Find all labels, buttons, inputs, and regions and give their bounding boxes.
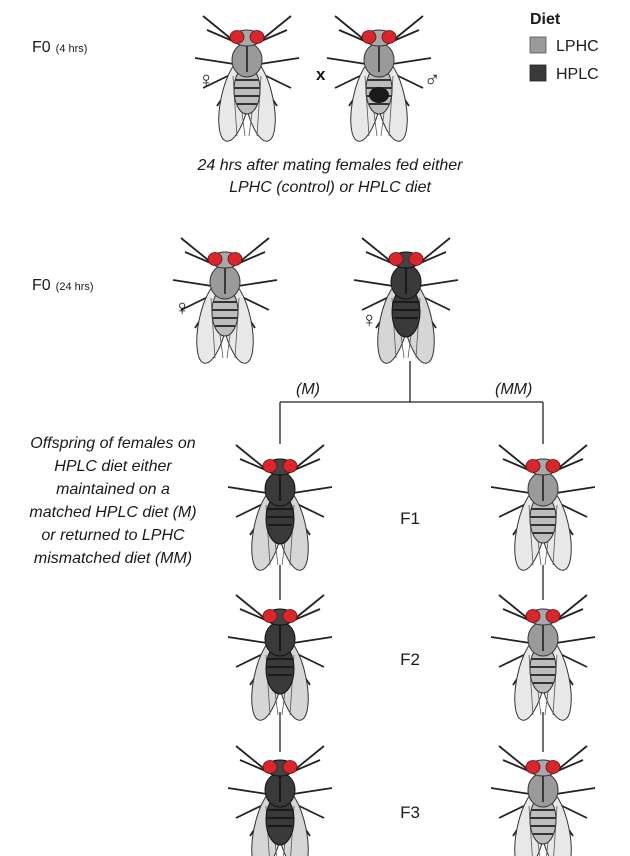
gen-label-f0-feeding: F0(24 hrs) <box>32 277 94 294</box>
offspring-note: Offspring of females on HPLC diet either… <box>29 435 196 567</box>
gen-label-f3: F3 <box>400 803 420 822</box>
row-f0-feeding: F0(24 hrs) ♀ ♀ <box>32 238 458 366</box>
legend-title: Diet <box>530 11 561 28</box>
caption-line-2: LPHC (control) or HPLC diet <box>229 179 431 196</box>
cross-symbol: x <box>316 65 326 84</box>
male-symbol: ♂ <box>424 67 441 92</box>
branch-label-matched: (M) <box>296 381 320 398</box>
male-fly-mating <box>327 16 431 144</box>
note-line-2: HPLC diet either <box>54 458 172 475</box>
legend-label-hplc: HPLC <box>556 66 599 83</box>
note-line-1: Offspring of females on <box>30 435 196 452</box>
row-f0-mating: F0(4 hrs) ♀ x ♂ <box>32 16 441 144</box>
gen-label-f1: F1 <box>400 509 420 528</box>
generation-f3: F3 <box>228 746 595 856</box>
fly-f2-mismatched <box>491 595 595 723</box>
gen-label-f2: F2 <box>400 650 420 669</box>
gen-label-f0-mating: F0(4 hrs) <box>32 39 87 56</box>
diet-legend: Diet LPHC HPLC <box>530 11 599 83</box>
branch-lines <box>280 361 543 752</box>
note-line-3: maintained on a <box>56 481 170 498</box>
generation-f1: F1 <box>228 445 595 573</box>
legend-label-lphc: LPHC <box>556 38 599 55</box>
branch-label-mismatched: (MM) <box>495 381 532 398</box>
legend-swatch-hplc <box>530 65 546 81</box>
fly-f3-matched <box>228 746 332 856</box>
female-fly-hplc <box>354 238 458 366</box>
note-line-5: or returned to LPHC <box>41 527 185 544</box>
male-abdomen-mark <box>369 87 389 103</box>
female-symbol-lphc: ♀ <box>174 295 191 320</box>
fly-f3-mismatched <box>491 746 595 856</box>
note-line-6: mismatched diet (MM) <box>34 550 192 567</box>
female-symbol: ♀ <box>198 67 215 92</box>
feeding-caption: 24 hrs after mating females fed either L… <box>196 157 463 196</box>
generation-f2: F2 <box>228 595 595 723</box>
female-symbol-hplc: ♀ <box>361 307 378 332</box>
fly-f1-mismatched <box>491 445 595 573</box>
note-line-4: matched HPLC diet (M) <box>29 504 196 521</box>
caption-line-1: 24 hrs after mating females fed either <box>196 157 463 174</box>
fly-f1-matched <box>228 445 332 573</box>
legend-swatch-lphc <box>530 37 546 53</box>
fly-f2-matched <box>228 595 332 723</box>
